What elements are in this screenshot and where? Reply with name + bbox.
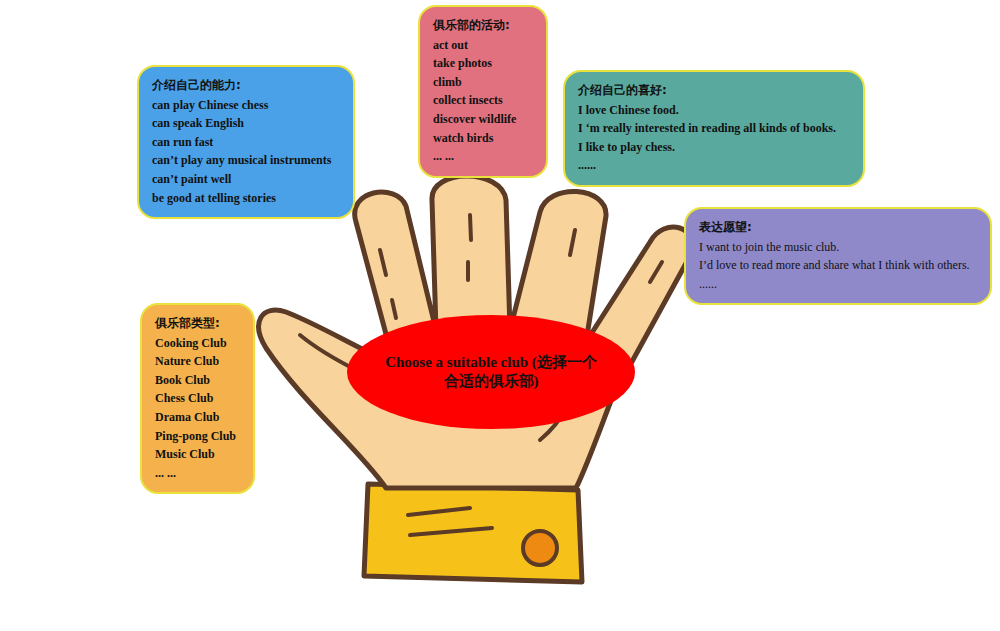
list-item: discover wildlife <box>433 110 534 129</box>
list-item: take photos <box>433 54 534 73</box>
box-heading: 表达愿望: <box>699 218 978 237</box>
wish-box: 表达愿望:I want to join the music club.I’d l… <box>684 207 992 305</box>
ability-box: 介绍自己的能力:can play Chinese chesscan speak … <box>137 65 355 219</box>
cuff-stripes <box>408 508 492 535</box>
list-item: collect insects <box>433 91 534 110</box>
list-item: I love Chinese food. <box>578 101 851 120</box>
hand-details <box>300 215 662 440</box>
list-item: I’d love to read more and share what I t… <box>699 256 978 275</box>
list-item: Chess Club <box>155 389 241 408</box>
list-item: Book Club <box>155 371 241 390</box>
list-item: can’t paint well <box>152 170 341 189</box>
list-item: can speak English <box>152 114 341 133</box>
list-item: I ‘m really interested in reading all ki… <box>578 119 851 138</box>
box-heading: 俱乐部类型: <box>155 314 241 333</box>
list-item: act out <box>433 36 534 55</box>
list-item: climb <box>433 73 534 92</box>
hand-outline <box>259 176 693 488</box>
list-item: ...... <box>578 156 851 175</box>
list-item: ... ... <box>433 147 534 166</box>
cuff-button <box>523 531 557 565</box>
list-item: ... ... <box>155 464 241 483</box>
list-item: Cooking Club <box>155 334 241 353</box>
club-type-box: 俱乐部类型:Cooking ClubNature ClubBook ClubCh… <box>140 303 255 494</box>
list-item: Nature Club <box>155 352 241 371</box>
sleeve-cuff <box>364 484 582 582</box>
box-heading: 俱乐部的活动: <box>433 16 534 35</box>
list-item: can’t play any musical instruments <box>152 151 341 170</box>
list-item: I want to join the music club. <box>699 238 978 257</box>
list-item: Music Club <box>155 445 241 464</box>
list-item: I like to play chess. <box>578 138 851 157</box>
list-item: be good at telling stories <box>152 189 341 208</box>
ellipse-shape <box>346 314 636 430</box>
list-item: can run fast <box>152 133 341 152</box>
list-item: Drama Club <box>155 408 241 427</box>
list-item: watch birds <box>433 129 534 148</box>
activity-box: 俱乐部的活动:act outtake photosclimbcollect in… <box>418 5 548 178</box>
list-item: Ping-pong Club <box>155 427 241 446</box>
list-item: ...... <box>699 275 978 294</box>
center-ellipse: Choose a suitable club (选择一个合适的俱乐部) <box>346 314 636 430</box>
box-heading: 介绍自己的能力: <box>152 76 341 95</box>
list-item: can play Chinese chess <box>152 96 341 115</box>
center-title: Choose a suitable club (选择一个合适的俱乐部) <box>381 353 601 391</box>
ellipse-fill <box>347 315 635 429</box>
box-heading: 介绍自己的喜好: <box>578 81 851 100</box>
hobby-box: 介绍自己的喜好:I love Chinese food.I ‘m really … <box>563 70 865 187</box>
